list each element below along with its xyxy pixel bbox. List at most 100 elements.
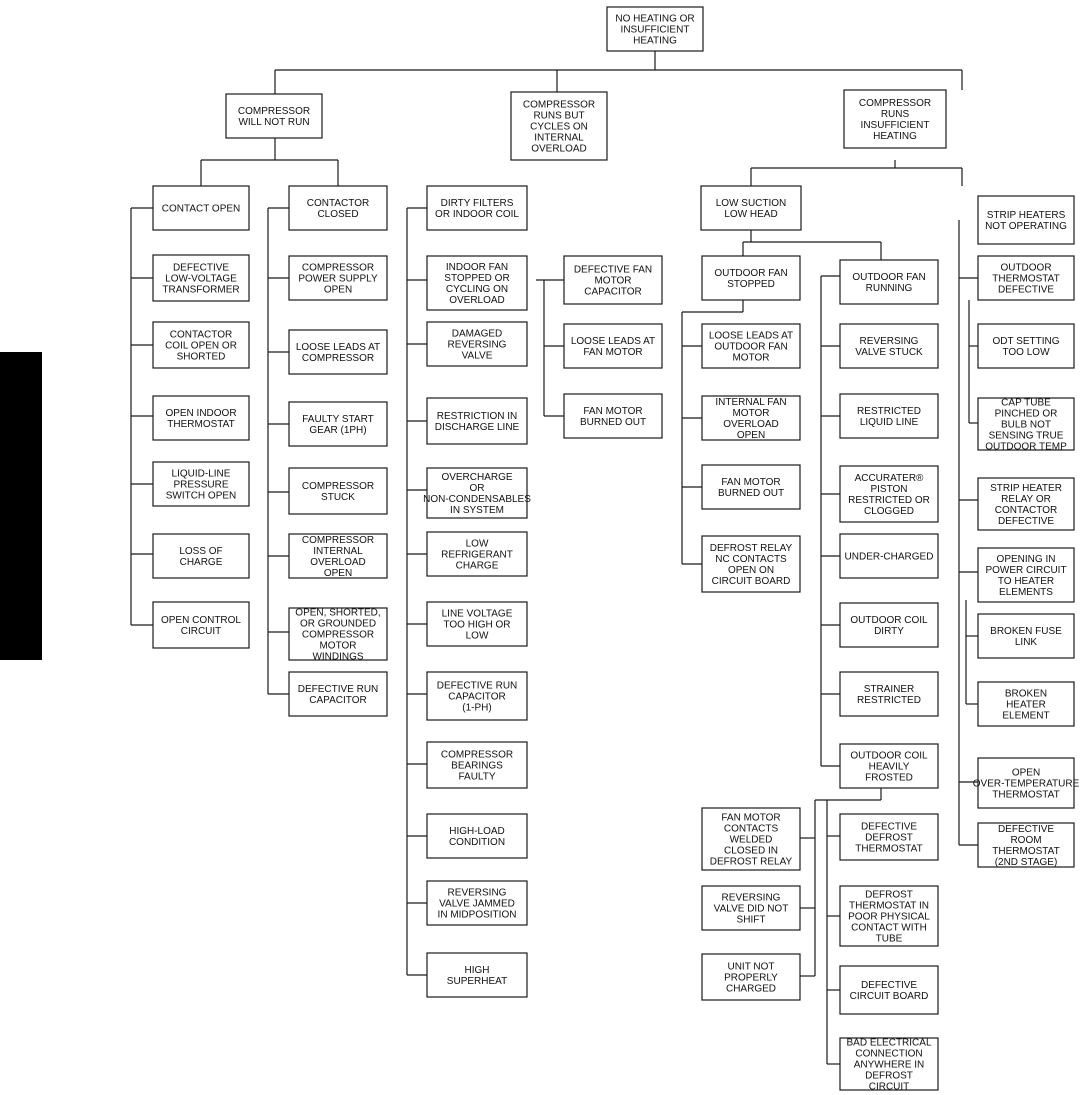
contact-open: CONTACT OPEN — [152, 185, 250, 231]
overload-cause-7-frame — [426, 601, 528, 647]
fan-running-cause-4: UNDER-CHARGED — [839, 533, 939, 579]
outdoor-fan-running-frame — [839, 259, 939, 305]
overload-cause-9-frame — [426, 741, 528, 789]
strip-heater-cause-4-frame — [977, 757, 1075, 809]
contactor-closed-cause-5-frame — [288, 533, 388, 579]
contact-open-label: CONTACT OPEN — [162, 204, 241, 215]
indoor-fan-cause-2-frame — [563, 323, 663, 369]
frost-cause-right-4-frame — [839, 1037, 939, 1091]
indoor-fan-cause-1-frame — [563, 255, 663, 305]
contactor-closed-cause-2-frame — [288, 329, 388, 375]
fan-stopped-cause-3-frame — [701, 464, 801, 510]
overload-cause-2-frame — [426, 255, 528, 311]
fan-stopped-cause-2-frame — [701, 395, 801, 441]
contact-open-cause-5-frame — [152, 533, 250, 579]
contactor-closed-cause-1-frame — [288, 255, 388, 301]
contactor-closed-cause-3-frame — [288, 401, 388, 447]
fan-running-cause-4-frame — [839, 533, 939, 579]
frost-cause-left-2-frame — [701, 885, 801, 931]
outdoor-thermostat-cause-2-frame — [977, 397, 1075, 451]
power-circuit-cause-2-frame — [977, 681, 1075, 727]
contact-open-cause-6-frame — [152, 601, 250, 649]
frost-cause-right-2-frame — [839, 885, 939, 947]
low-suction-low-head-frame — [700, 185, 802, 231]
fan-running-cause-5-frame — [839, 602, 939, 648]
overload-cause-10-frame — [426, 813, 528, 859]
strip-heater-cause-5-frame — [977, 822, 1075, 868]
overload-cause-5-frame — [426, 467, 528, 519]
overload-cause-11-frame — [426, 880, 528, 926]
outdoor-thermostat-cause-1-frame — [977, 323, 1075, 369]
contact-open-cause-4-frame — [152, 461, 250, 507]
fan-stopped-cause-4-frame — [701, 535, 801, 593]
